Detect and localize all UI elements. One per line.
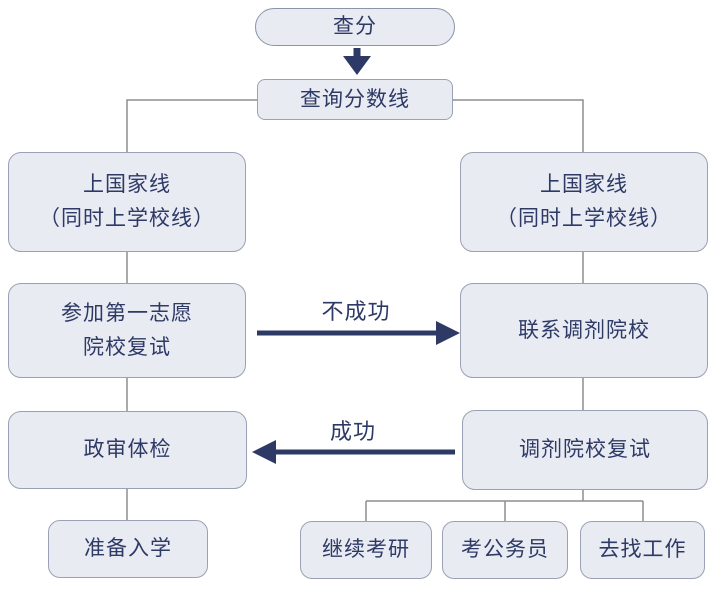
node-label: 准备入学 (84, 537, 172, 560)
edge-label-unsuccessful: 不成功 (321, 299, 391, 324)
node-first-choice-retest: 参加第一志愿 院校复试 (8, 283, 246, 378)
node-label-line2: （同时上学校线） (496, 207, 672, 230)
node-political-review: 政审体检 (8, 411, 247, 489)
node-label: 调剂院校复试 (519, 438, 651, 461)
node-label: 政审体检 (83, 438, 172, 461)
node-check-scores: 查分 (255, 8, 455, 46)
arrow-down-icon (343, 48, 371, 75)
node-label-line2: （同时上学校线） (39, 207, 215, 230)
edge-label-successful: 成功 (329, 419, 376, 444)
node-check-cutoff: 查询分数线 (257, 79, 453, 120)
node-right-national-line: 上国家线 （同时上学校线） (460, 152, 708, 252)
node-label: 联系调剂院校 (518, 318, 650, 342)
node-label-line1: 上国家线 (540, 173, 628, 196)
node-label: 考公务员 (461, 538, 549, 561)
node-label: 查询分数线 (300, 87, 410, 111)
node-transfer-retest: 调剂院校复试 (462, 410, 708, 490)
node-label: 去找工作 (598, 538, 687, 561)
node-label-line2: 院校复试 (83, 335, 171, 359)
node-contact-transfer: 联系调剂院校 (460, 283, 708, 378)
node-civil-servant: 考公务员 (442, 521, 568, 579)
node-continue-exam: 继续考研 (300, 521, 432, 579)
node-left-national-line: 上国家线 （同时上学校线） (8, 152, 246, 252)
node-label-line1: 上国家线 (83, 173, 171, 196)
node-prepare-enroll: 准备入学 (48, 520, 208, 578)
node-label: 继续考研 (322, 538, 410, 561)
node-find-job: 去找工作 (580, 521, 705, 579)
node-label: 查分 (333, 15, 377, 38)
node-label-line1: 参加第一志愿 (61, 301, 193, 325)
